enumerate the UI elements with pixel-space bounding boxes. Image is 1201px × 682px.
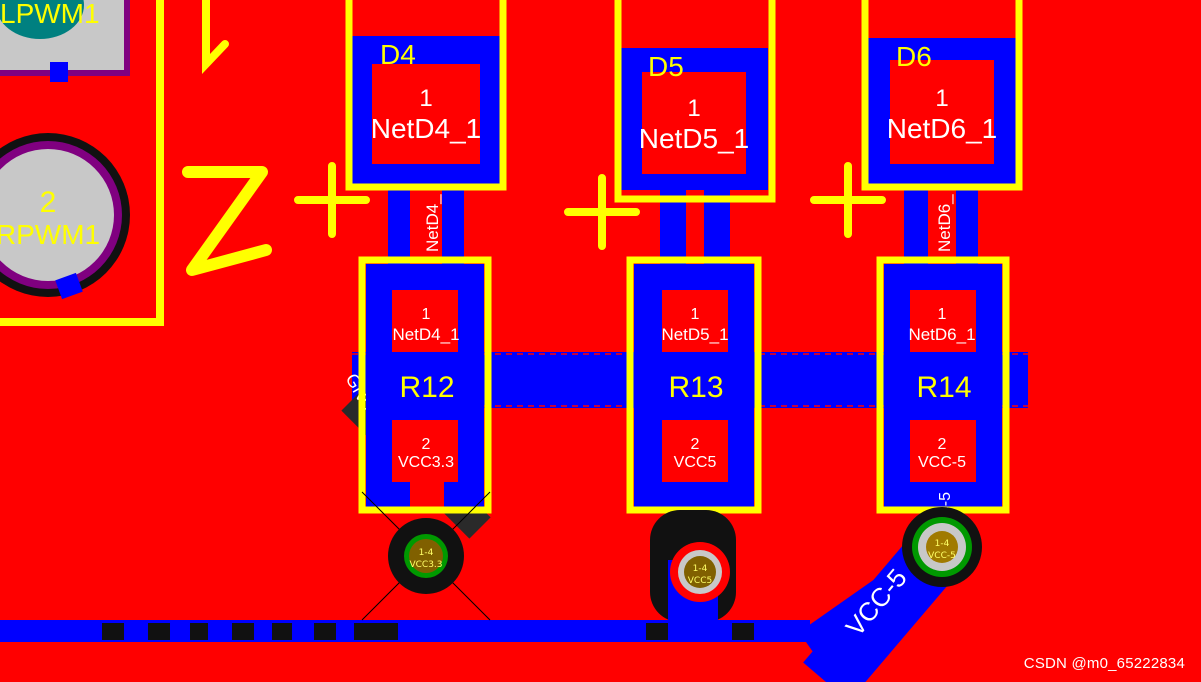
via-net-label: VCC5 [688,576,712,586]
pad-net-label: VCC3.3 [398,454,454,471]
diode-d6[interactable]: D6 1 NetD6_1 NetD6_ [861,0,1023,264]
trace-net-label: NetD4_ [423,194,442,252]
via-net-label: VCC3.3 [409,560,442,570]
pad-number: 2 [938,436,947,453]
diode-d4[interactable]: D4 1 NetD4_1 NetD4_ [345,0,507,264]
pad-net-label: RPWM1 [0,219,100,250]
diode-d5[interactable]: D5 1 NetD5_1 [614,0,776,266]
designator-label: D6 [896,41,932,72]
via-layer-label: 1-4 [419,548,434,558]
z-silk-mark [182,166,272,276]
pad-net-label: NetD5_1 [661,325,728,344]
pad-number: 1 [422,306,431,323]
trace-net-label: NetD6_ [935,194,954,252]
designator-label: D4 [380,39,416,70]
pad-number: 1 [691,306,700,323]
pad-number: 1 [419,85,432,112]
pad-net-label: VCC-5 [918,454,966,471]
via-vcc5[interactable]: 1-4 VCC5 [650,510,736,642]
via-vcc3-3[interactable]: 1-4 VCC3.3 [361,491,491,621]
resistor-r14[interactable]: 1 NetD6_1 R14 2 VCC-5 [876,256,1010,514]
designator-label: R14 [916,371,971,404]
pad-number: 1 [935,85,948,112]
resistor-r13[interactable]: 1 NetD5_1 R13 2 VCC5 [626,256,762,514]
via-net-label: VCC-5 [928,551,956,561]
designator-label: R13 [668,371,723,404]
pad-number: 2 [422,436,431,453]
pad-net-label: NetD6_1 [908,325,975,344]
plus-silk-marks [294,162,886,250]
designator-label: D5 [648,51,684,82]
pad-number: 2 [691,436,700,453]
pad-stub-trace [50,62,68,82]
watermark: CSDN @m0_65222834 [1023,655,1185,672]
bottom-trace[interactable] [0,620,810,642]
via-layer-label: 1-4 [935,539,950,549]
pad-net-label: NetD6_1 [887,113,998,144]
pad-number: 1 [687,95,700,122]
pad-lpwm1[interactable]: LPWM1 [0,0,130,82]
polarity-arrow-silk [202,0,229,75]
pad-net-label: NetD4_1 [392,325,459,344]
pad-net-label: NetD5_1 [639,123,750,154]
pad-net-label: VCC5 [674,454,717,471]
pad-number: 1 [938,306,947,323]
pad-net-label: NetD4_1 [371,113,482,144]
resistor-r12[interactable]: 1 NetD4_1 R12 2 VCC3.3 [358,256,492,522]
via-vcc-neg5[interactable]: 1-4 VCC-5 [902,507,982,587]
pad-number: 2 [40,186,57,219]
pad-net-label: LPWM1 [0,0,100,29]
component-outline-silk [0,0,164,326]
via-layer-label: 1-4 [693,564,708,574]
pad-stub-trace [55,272,83,300]
pad-rpwm1[interactable]: 2 RPWM1 [0,129,134,301]
designator-label: R12 [399,371,454,404]
